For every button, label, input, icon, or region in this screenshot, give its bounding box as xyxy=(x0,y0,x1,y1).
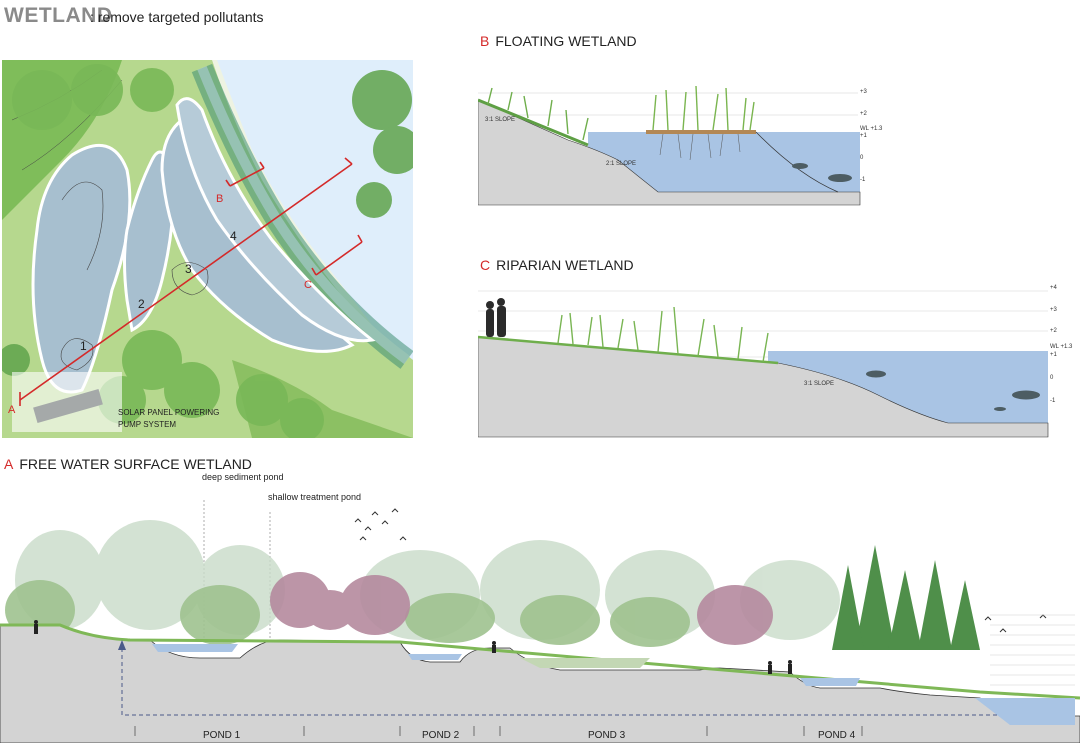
section-pond-4-water xyxy=(800,678,860,686)
section-c-level-7: -1 xyxy=(1050,398,1056,404)
section-a-letter: A xyxy=(4,456,14,472)
section-c-level-1: +4 xyxy=(1050,285,1057,291)
plan-pond-number-3: 3 xyxy=(185,262,192,276)
floating-island xyxy=(646,130,756,134)
plan-view xyxy=(2,60,413,438)
section-c-drawing xyxy=(478,290,1049,438)
section-b-title: B FLOATING WETLAND xyxy=(480,33,637,49)
section-b-level-6: -1 xyxy=(860,177,866,183)
plan-marker-c: C xyxy=(304,279,312,291)
pond-label-2: POND 2 xyxy=(422,730,460,741)
section-b-slope-mid: 2:1 SLOPE xyxy=(606,161,637,167)
section-pond-2-water xyxy=(408,654,462,660)
plan-pond-4 xyxy=(175,97,376,343)
callout-shallow-treatment: shallow treatment pond xyxy=(268,492,362,502)
page-title: WETLAND xyxy=(4,4,113,27)
plan-pond-1 xyxy=(31,144,132,394)
section-b-level-5: 0 xyxy=(860,155,864,161)
section-a-name: FREE WATER SURFACE WETLAND xyxy=(19,456,252,472)
section-c-level-4: WL +1.3 xyxy=(1050,344,1073,350)
section-c-name: RIPARIAN WETLAND xyxy=(496,257,634,273)
section-b-level-2: +2 xyxy=(860,111,867,117)
plan-pond-number-4: 4 xyxy=(230,229,237,243)
plan-pond-number-2: 2 xyxy=(138,297,145,311)
pond-label-4: POND 4 xyxy=(818,730,856,741)
solar-label: SOLAR PANEL POWERING PUMP SYSTEM xyxy=(118,407,219,431)
solar-label-line2: PUMP SYSTEM xyxy=(118,420,177,429)
section-b-letter: B xyxy=(480,33,490,49)
section-c-level-2: +3 xyxy=(1050,307,1057,313)
section-c-level-5: +1 xyxy=(1050,352,1057,358)
section-c-slope: 3:1 SLOPE xyxy=(804,381,835,387)
section-b-slope-top: 3:1 SLOPE xyxy=(485,117,516,123)
section-c-title: C RIPARIAN WETLAND xyxy=(480,257,634,273)
solar-label-line1: SOLAR PANEL POWERING xyxy=(118,408,220,417)
section-a-title: A FREE WATER SURFACE WETLAND xyxy=(4,456,252,472)
section-a-drawing xyxy=(0,500,1080,743)
section-b-drawing xyxy=(478,85,861,206)
pond-label-3: POND 3 xyxy=(588,730,626,741)
section-b-level-4: +1 xyxy=(860,133,867,139)
pond-label-1: POND 1 xyxy=(203,730,241,741)
section-pond-3-water xyxy=(520,658,650,668)
section-pond-1-water xyxy=(152,644,238,652)
section-c-letter: C xyxy=(480,257,491,273)
section-c-level-3: +2 xyxy=(1050,328,1057,334)
section-b-level-1: +3 xyxy=(860,89,867,95)
plan-pond-number-1: 1 xyxy=(80,339,87,353)
section-b-name: FLOATING WETLAND xyxy=(495,33,637,49)
section-c-level-6: 0 xyxy=(1050,375,1054,381)
callout-deep-sediment: deep sediment pond xyxy=(202,472,284,482)
plan-marker-b: B xyxy=(216,193,224,205)
section-b-level-3: WL +1.3 xyxy=(860,126,883,132)
page-subtitle: : remove targeted pollutants xyxy=(90,9,264,25)
plan-marker-a: A xyxy=(8,404,16,416)
